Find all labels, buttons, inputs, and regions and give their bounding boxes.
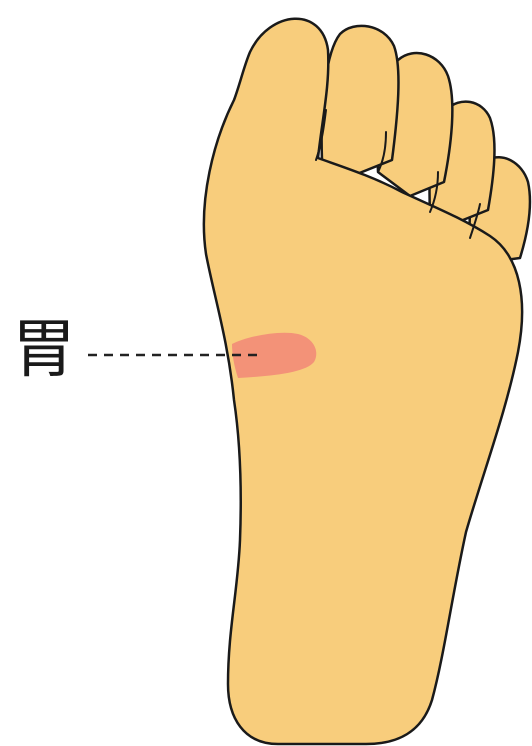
toe-second — [322, 26, 399, 176]
stomach-label: 胃 — [12, 318, 76, 382]
